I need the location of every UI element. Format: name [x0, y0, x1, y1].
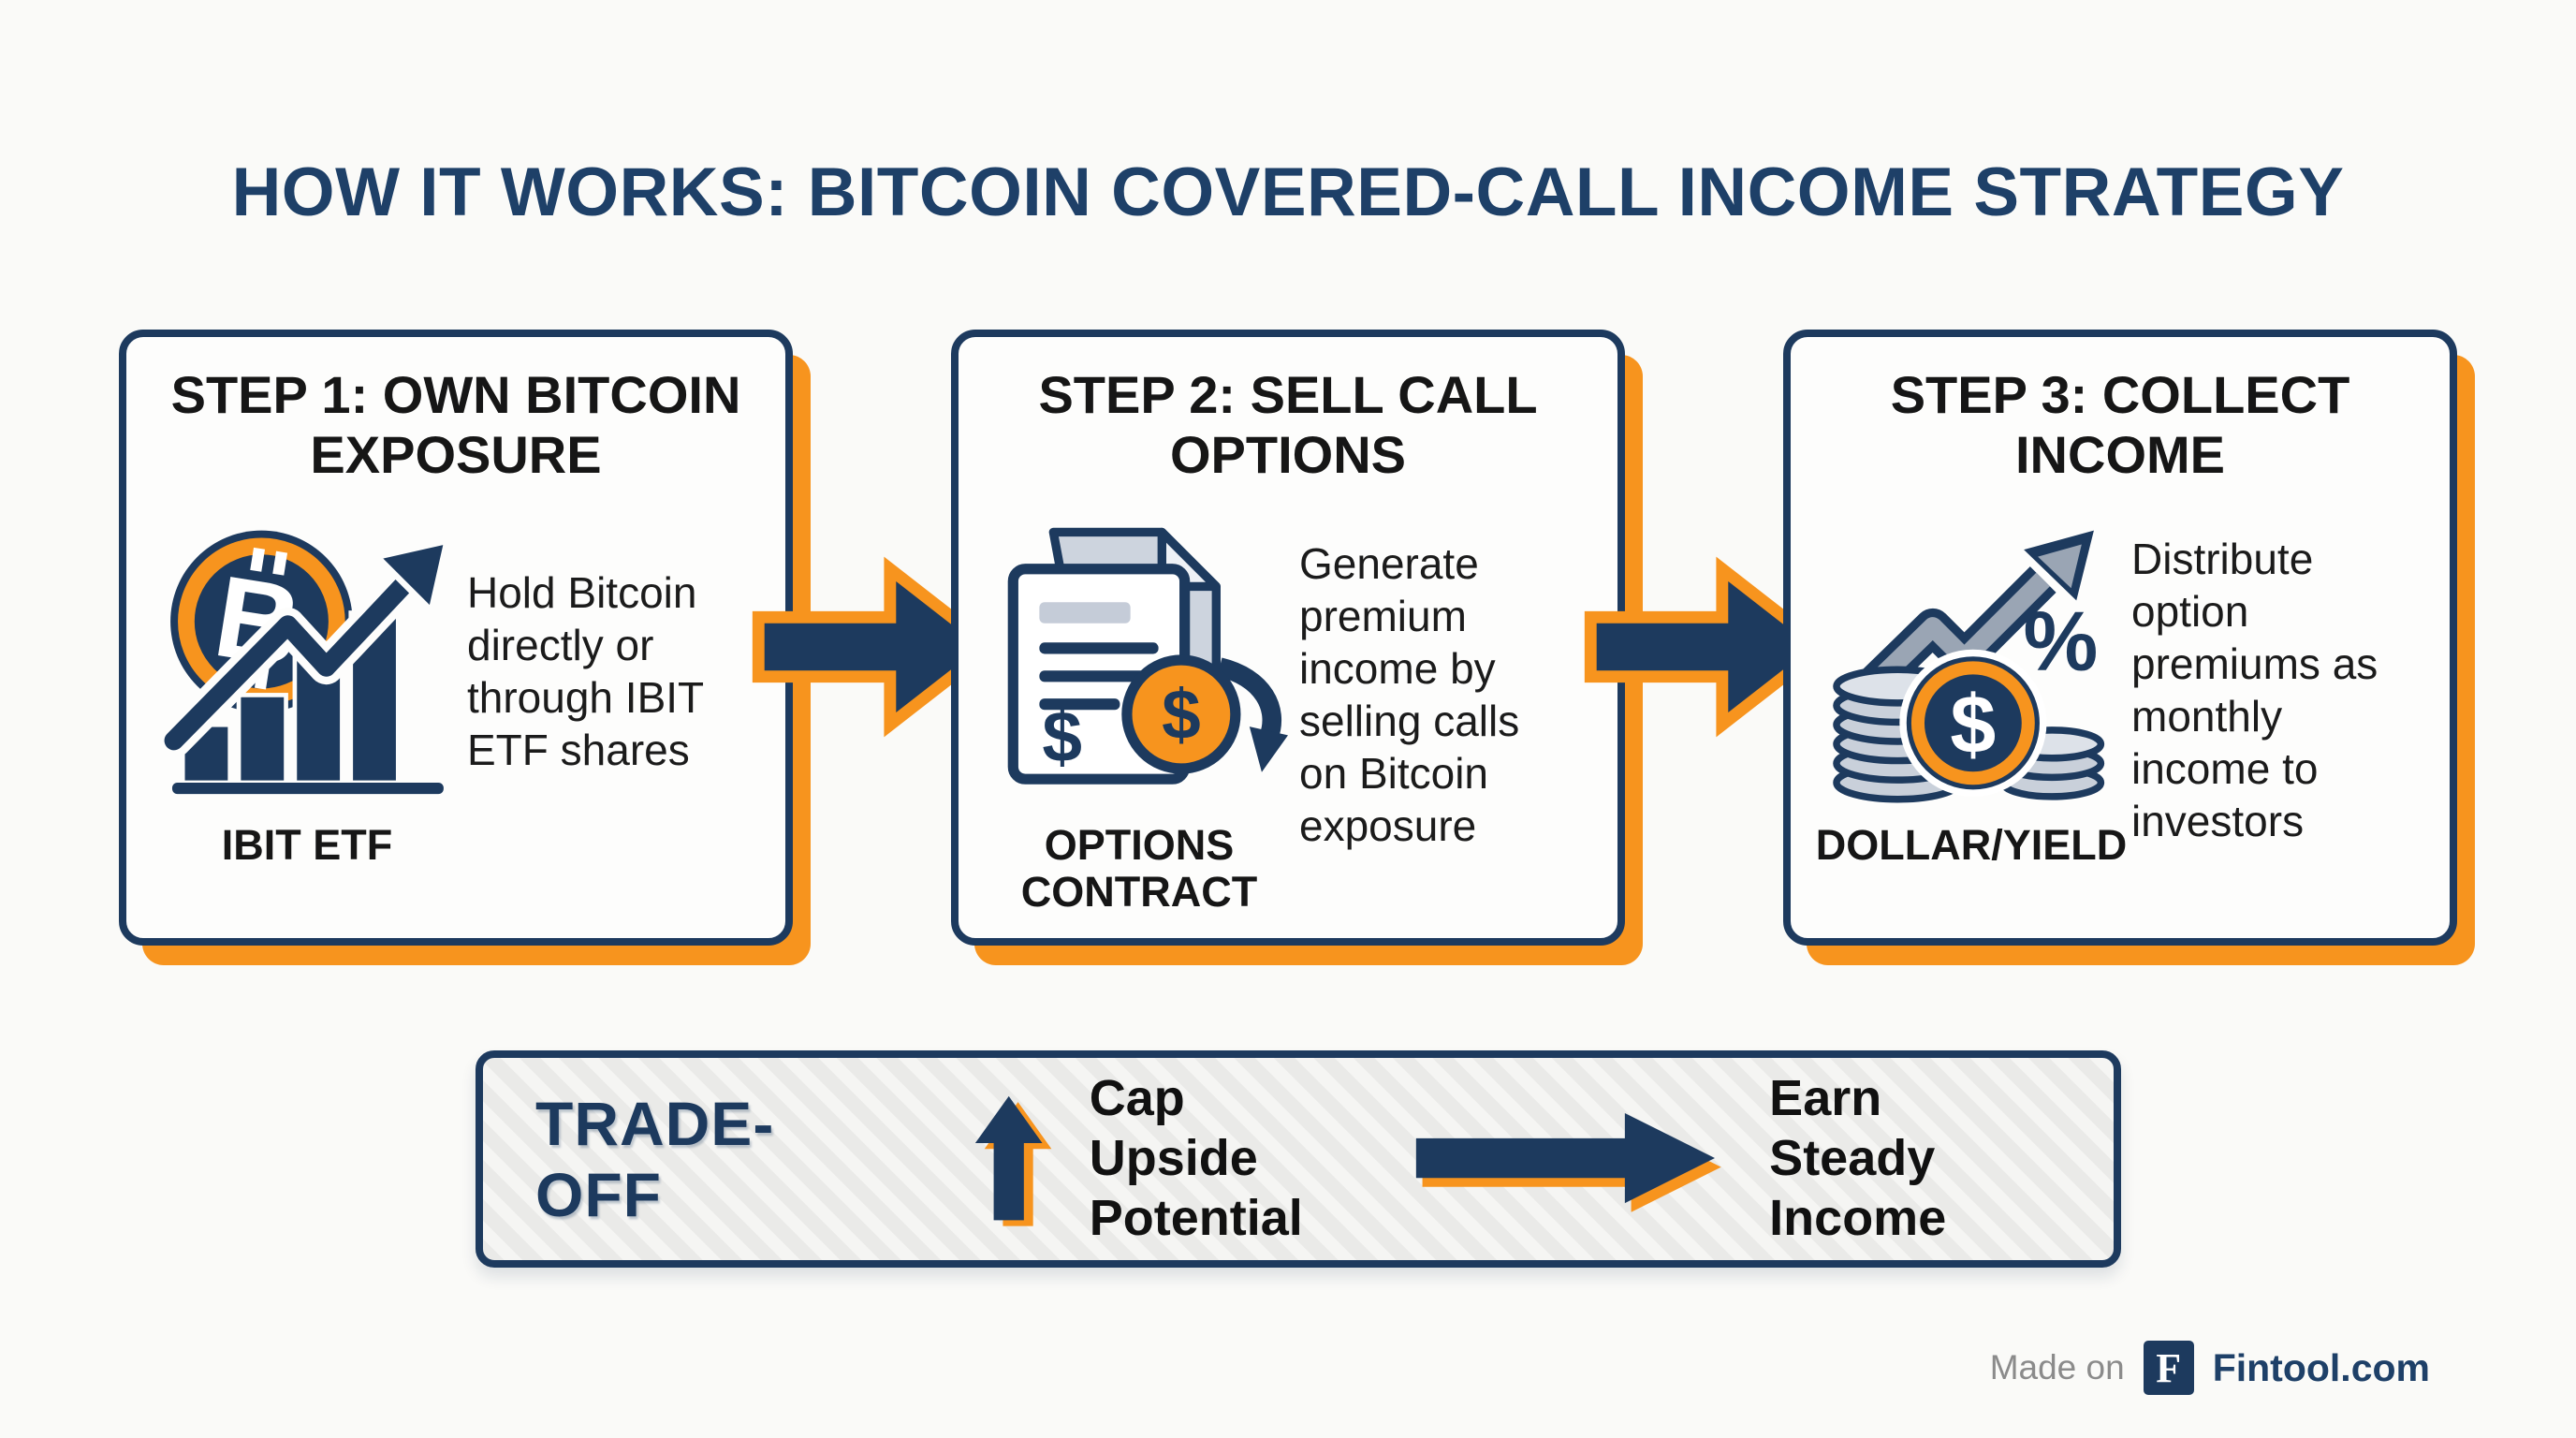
dollar-yield-coins-icon: % — [1833, 530, 2105, 803]
step-2-body: $ $ OPTIONS CONTRACT Generate premium in… — [985, 511, 1591, 917]
step-2-icon-label: OPTIONS CONTRACT — [1020, 820, 1258, 917]
svg-text:$: $ — [1950, 678, 1996, 770]
connector-arrow-icon-1 — [752, 556, 1001, 738]
page-title: HOW IT WORKS: BITCOIN COVERED-CALL INCOM… — [231, 154, 2345, 230]
made-on-label: Made on — [1989, 1348, 2125, 1387]
step-3-description: Distribute option premiums as monthly in… — [2131, 534, 2378, 846]
tradeoff-panel: TRADE-OFF Cap Upside Potential Earn Stea… — [476, 1050, 2121, 1268]
step-1-title: STEP 1: OWN BITCOIN EXPOSURE — [170, 365, 741, 484]
options-contract-icon: $ $ — [1007, 527, 1288, 785]
step-2-description: Generate premium income by selling calls… — [1299, 538, 1520, 851]
fintool-logo-letter: F — [2156, 1344, 2182, 1391]
step-3-icon-label: DOLLAR/YIELD — [1815, 820, 2128, 869]
step-2-title: STEP 2: SELL CALL OPTIONS — [1038, 365, 1538, 484]
svg-text:$: $ — [1162, 675, 1201, 754]
footer-attribution: Made on F Fintool.com — [1990, 1341, 2430, 1395]
svg-text:%: % — [2023, 595, 2098, 689]
tradeoff-label: TRADE-OFF — [535, 1089, 775, 1229]
bar-chart-bars — [180, 609, 401, 785]
earn-steady-label: Earn Steady Income — [1769, 1070, 1947, 1246]
fintool-logo: F — [2143, 1341, 2194, 1395]
step-1-description: Hold Bitcoin directly or through IBIT ET… — [467, 567, 705, 774]
connector-arrow-icon-2 — [1584, 556, 1833, 738]
step-1-icon-label: IBIT ETF — [221, 820, 393, 869]
fintool-brand-link[interactable]: Fintool.com — [2212, 1345, 2430, 1389]
step-1-card: STEP 1: OWN BITCOIN EXPOSURE B — [119, 330, 793, 946]
step-3-card: STEP 3: COLLECT INCOME % — [1783, 330, 2457, 946]
step-2-icon-wrap: $ $ OPTIONS CONTRACT — [985, 511, 1294, 917]
bitcoin-etf-chart-icon: B — [158, 530, 451, 794]
cap-upside-label: Cap Upside Potential — [1089, 1070, 1303, 1246]
svg-text:$: $ — [1042, 697, 1082, 777]
step-3-icon-wrap: % — [1815, 511, 2128, 869]
step-1-icon-wrap: B — [153, 511, 461, 869]
step-3-title: STEP 3: COLLECT INCOME — [1890, 365, 2350, 484]
up-arrow-icon — [974, 1095, 1052, 1226]
right-arrow-icon — [1415, 1112, 1721, 1212]
step-2-card: STEP 2: SELL CALL OPTIONS $ $ OP — [951, 330, 1625, 946]
step-1-body: B — [153, 511, 759, 869]
step-3-body: % — [1815, 511, 2423, 869]
